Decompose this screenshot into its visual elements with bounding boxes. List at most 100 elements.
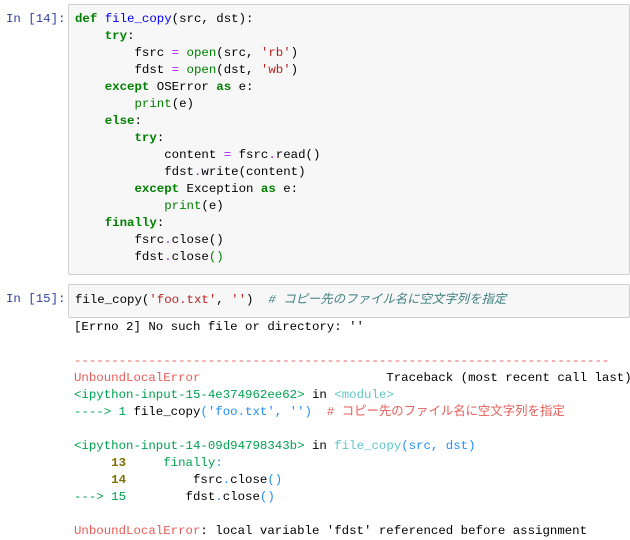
token [75,114,105,128]
token: : [156,216,165,230]
token: = [171,46,180,60]
token: close() [171,233,224,247]
token: () [259,490,275,504]
token: close [230,473,268,487]
token: Exception [179,182,261,196]
token: as [216,80,232,94]
token: , [216,293,232,307]
token: <ipython-input-15-4e374962ee62> [74,388,305,402]
token: : local variable 'fdst' referenced befor… [200,524,588,538]
token [179,63,186,77]
output-line [74,506,630,523]
token: UnboundLocalError [74,371,201,385]
cell-prompt: In [14]: [6,12,66,26]
token: file_copy( [75,293,150,307]
code-cell-14: In [14]: def file_copy(src, dst): try: f… [0,4,630,275]
token: finally [163,456,216,470]
token: fdst [75,250,165,264]
token: ----------------------------------------… [74,354,610,368]
code-editor[interactable]: file_copy('foo.txt', '') # コピー先のファイル名に空文… [68,284,630,318]
token: 13 [74,456,127,470]
token: 'foo.txt' [149,293,217,307]
code-line: fdst.close() [75,249,623,266]
token: [Errno 2] No such file or directory: '' [74,320,364,334]
token: fsrc [126,473,223,487]
code-line: try: [75,130,623,147]
code-line: file_copy('foo.txt', '') # コピー先のファイル名に空文… [75,292,623,309]
token: try [134,131,157,145]
token: . [164,233,172,247]
token: file_copy [334,439,402,453]
token: fdst [75,63,172,77]
token: (src, dst) [401,439,476,453]
token: # コピー先のファイル名に空文字列を指定 [326,405,565,419]
token: : [134,114,142,128]
token: <module> [334,388,394,402]
code-line: fdst.write(content) [75,164,623,181]
output-line: <ipython-input-15-4e374962ee62> in <modu… [74,387,630,404]
token: try [104,29,128,43]
token: write(content) [201,165,306,179]
token [75,199,164,213]
token [126,456,163,470]
token: fdst [126,490,216,504]
token: in [304,388,335,402]
output-line: <ipython-input-14-09d94798343b> in file_… [74,438,630,455]
token: e: [275,182,299,196]
code-line: content = fsrc.read() [75,147,623,164]
output-line: UnboundLocalError: local variable 'fdst'… [74,523,630,540]
code-line: except Exception as e: [75,181,623,198]
token: (src, [216,46,261,60]
token: . [215,490,223,504]
token [75,80,105,94]
token [179,46,186,60]
token: print [164,199,202,213]
code-line: print(e) [75,96,623,113]
output-line: ----> 1 file_copy('foo.txt', '') # コピー先の… [74,404,630,421]
output-line [74,336,630,353]
token: UnboundLocalError [74,524,201,538]
token: open [186,63,217,77]
token [75,216,105,230]
token: fsrc [75,46,172,60]
token: # コピー先のファイル名に空文字列を指定 [268,293,507,307]
token: print [134,97,172,111]
token: fdst [75,165,194,179]
token: = [223,148,232,162]
output-line: 13 finally: [74,455,630,472]
token: : [156,131,165,145]
code-line: fsrc.close() [75,232,623,249]
code-line: try: [75,28,623,45]
code-line: fsrc = open(src, 'rb') [75,45,623,62]
token: close [222,490,260,504]
token: <ipython-input-14-09d94798343b> [74,439,305,453]
output-line: 14 fsrc.close() [74,472,630,489]
token: ) [246,293,269,307]
token: file_copy [104,12,172,26]
token: open [186,46,217,60]
token: (e) [171,97,194,111]
token: except [104,80,150,94]
token [312,405,327,419]
token: = [171,63,180,77]
token: close [171,250,209,264]
token: fsrc [75,233,165,247]
output-line: ---> 15 fdst.close() [74,489,630,506]
cell-prompt: In [15]: [6,292,66,306]
token [75,97,135,111]
code-editor[interactable]: def file_copy(src, dst): try: fsrc = ope… [68,4,630,275]
cell-output: [Errno 2] No such file or directory: '' -… [74,319,630,540]
token: 'wb' [260,63,291,77]
token: : [215,456,223,470]
code-line: fdst = open(dst, 'wb') [75,62,623,79]
token: ) [290,63,299,77]
token: (src, dst): [171,12,254,26]
code-line: def file_copy(src, dst): [75,11,623,28]
token [75,131,135,145]
code-line: finally: [75,215,623,232]
token: ) [290,46,299,60]
token: OSError [149,80,217,94]
token: ---> 15 [74,490,127,504]
token: (e) [201,199,224,213]
token [75,29,105,43]
